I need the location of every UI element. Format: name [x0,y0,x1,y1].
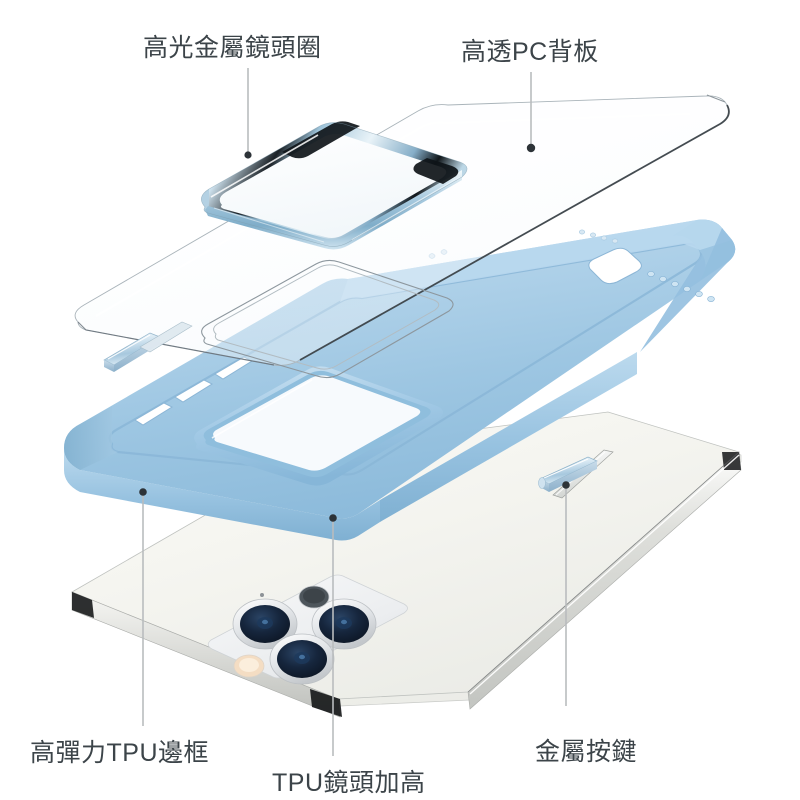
leader-dot-tpu-lens-riser [329,514,337,522]
tpu-bumper-frame [64,219,736,541]
metal-lens-ring [201,121,468,250]
metal-side-button-piece [538,456,598,492]
leader-dot-tpu-bumper [139,488,147,496]
microphone-hole [260,593,264,597]
camera-module [207,574,408,685]
label-tpu-bumper: 高彈力TPU邊框 [30,739,210,767]
label-metal-button: 金屬按鍵 [535,738,638,766]
camera-lens-2 [311,598,377,650]
leader-dots [139,143,570,522]
tpu-lens-riser [194,366,444,486]
tpu-speaker-holes [647,271,715,302]
leader-dot-pc-back-plate [526,143,536,153]
label-pc-back-plate: 高透PC背板 [461,38,599,66]
tpu-button-cutouts [134,356,254,426]
leader-dot-metal-lens-ring [244,151,252,159]
leader-dot-metal-button [562,481,570,489]
camera-lens-1 [232,598,298,650]
leader-lines [142,68,567,756]
phone-body [71,411,742,718]
tpu-top-speaker-holes [578,229,619,244]
label-tpu-lens-riser: TPU鏡頭加高 [272,769,426,797]
plate-side-bar [139,321,193,353]
label-metal-lens-ring: 高光金屬鏡頭圈 [143,34,322,62]
camera-lens-3 [269,633,335,685]
tpu-port-cutout [588,247,642,285]
